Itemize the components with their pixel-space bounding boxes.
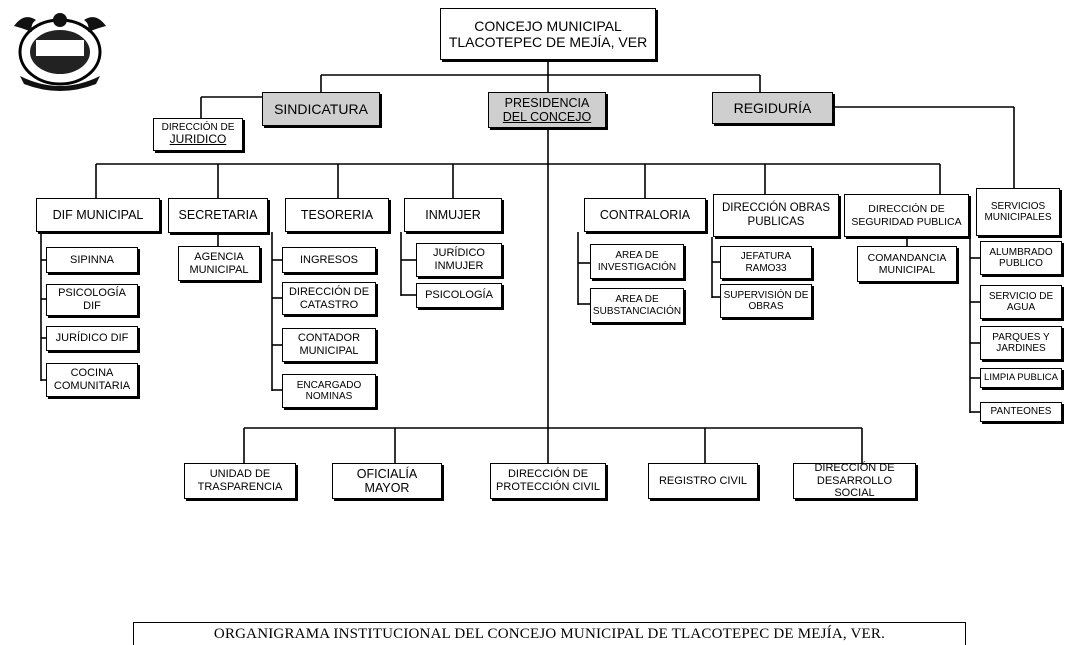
inmujer-child-box: JURÍDICO INMUJER — [416, 243, 502, 277]
dif-child-box: PSICOLOGÍA DIF — [46, 284, 138, 316]
seguridad-child-label: COMANDANCIA MUNICIPAL — [867, 251, 947, 276]
servicios-child-label: SERVICIO DE AGUA — [988, 290, 1054, 314]
servicios-title-2: MUNICIPALES — [984, 212, 1052, 223]
bottom-unit-box: DIRECCIÓN DE DESARROLLO SOCIAL — [793, 462, 916, 500]
contraloria-child-box: AREA DE INVESTIGACIÓN — [590, 244, 684, 279]
servicios-child-box: PANTEONES — [980, 402, 1062, 422]
bottom-unit-label: DIRECCIÓN DE PROTECCIÓN CIVIL — [496, 468, 600, 493]
servicios-child-box: PARQUES Y JARDINES — [980, 326, 1062, 360]
bottom-unit-label: REGISTRO CIVIL — [658, 474, 748, 487]
servicios-child-box: ALUMBRADO PUBLICO — [980, 241, 1062, 275]
presidencia-line1: PRESIDENCIA — [504, 95, 590, 110]
obras-child-box: SUPERVISIÓN DE OBRAS — [720, 284, 812, 318]
juridico-line1: DIRECCIÓN DE — [161, 121, 235, 133]
tesoreria-child-label: ENCARGADO NOMINAS — [296, 379, 362, 403]
dif-child-box: SIPINNA — [46, 247, 138, 273]
tesoreria-title: TESORERIA — [300, 207, 374, 222]
secretaria-title: SECRETARIA — [178, 208, 258, 223]
secretaria-child-label: AGENCIA MUNICIPAL — [189, 250, 249, 276]
obras-child-label: SUPERVISIÓN DE OBRAS — [723, 289, 809, 313]
dif-child-box: COCINA COMUNITARIA — [46, 363, 138, 397]
dif-municipal-box: DIF MUNICIPAL — [36, 198, 160, 232]
juridico-line2: JURIDICO — [169, 132, 227, 147]
contraloria-child-label: AREA DE SUBSTANCIACIÓN — [592, 294, 682, 317]
contraloria-child-label: AREA DE INVESTIGACIÓN — [597, 250, 677, 273]
seguridad-title-1: DIRECCIÓN DE — [868, 203, 945, 216]
tesoreria-child-box: DIRECCIÓN DE CATASTRO — [282, 282, 376, 315]
regiduria-box: REGIDURÍA — [712, 92, 833, 124]
secretaria-box: SECRETARIA — [168, 198, 268, 233]
dif-child-label: JURÍDICO DIF — [55, 332, 129, 345]
obras-child-box: JEFATURA RAMO33 — [720, 246, 812, 279]
secretaria-child-box: AGENCIA MUNICIPAL — [178, 246, 260, 281]
obras-child-label: JEFATURA RAMO33 — [740, 251, 792, 274]
bottom-unit-label: OFICIALÍA MAYOR — [356, 466, 418, 495]
bottom-unit-box: DIRECCIÓN DE PROTECCIÓN CIVIL — [490, 463, 606, 499]
servicios-child-label: PANTEONES — [990, 406, 1052, 418]
header-line2: TLACOTEPEC DE MEJÍA, VER — [448, 34, 648, 50]
regiduria-label: REGIDURÍA — [733, 99, 812, 116]
inmujer-child-label: PSICOLOGÍA — [425, 289, 493, 302]
servicios-child-box: LIMPIA PUBLICA — [980, 368, 1062, 388]
dif-child-label: SIPINNA — [69, 253, 114, 266]
org-chart-caption: ORGANIGRAMA INSTITUCIONAL DEL CONCEJO MU… — [133, 622, 966, 645]
bottom-unit-label: DIRECCIÓN DE DESARROLLO SOCIAL — [814, 462, 895, 500]
contraloria-box: CONTRALORIA — [584, 198, 706, 232]
bottom-unit-box: REGISTRO CIVIL — [648, 463, 758, 499]
seguridad-title-2: SEGURIDAD PUBLICA — [851, 215, 962, 228]
bottom-unit-box: UNIDAD DE TRASPARENCIA — [184, 463, 296, 499]
inmujer-child-label: JURÍDICO INMUJER — [433, 247, 485, 272]
tesoreria-child-label: INGRESOS — [299, 253, 359, 266]
municipal-seal-logo — [6, 6, 114, 94]
tesoreria-child-box: CONTADOR MUNICIPAL — [282, 328, 376, 362]
servicios-child-label: PARQUES Y JARDINES — [992, 331, 1050, 355]
servicios-child-label: ALUMBRADO PUBLICO — [989, 246, 1053, 270]
seguridad-child-box: COMANDANCIA MUNICIPAL — [857, 246, 957, 282]
inmujer-title: INMUJER — [425, 207, 481, 222]
dif-child-label: COCINA COMUNITARIA — [53, 367, 131, 392]
presidencia-line2: DEL CONCEJO — [502, 110, 592, 124]
bottom-unit-box: OFICIALÍA MAYOR — [332, 463, 442, 499]
tesoreria-child-box: INGRESOS — [282, 247, 376, 273]
bottom-unit-label: UNIDAD DE TRASPARENCIA — [197, 468, 283, 493]
sindicatura-box: SINDICATURA — [262, 92, 380, 126]
contraloria-child-box: AREA DE SUBSTANCIACIÓN — [590, 288, 684, 323]
dif-child-label: PSICOLOGÍA DIF — [58, 287, 126, 312]
dif-child-box: JURÍDICO DIF — [46, 326, 138, 351]
obras-title-1: DIRECCIÓN OBRAS — [722, 202, 830, 215]
inmujer-child-box: PSICOLOGÍA — [416, 283, 502, 308]
sindicatura-label: SINDICATURA — [274, 100, 368, 117]
contraloria-title: CONTRALORIA — [599, 207, 691, 222]
tesoreria-child-label: CONTADOR MUNICIPAL — [297, 332, 361, 357]
obras-title-2: PUBLICAS — [747, 215, 805, 228]
servicios-child-label: LIMPIA PUBLICA — [984, 371, 1058, 383]
tesoreria-child-box: ENCARGADO NOMINAS — [282, 374, 376, 408]
tesoreria-child-label: DIRECCIÓN DE CATASTRO — [288, 285, 370, 311]
inmujer-box: INMUJER — [404, 198, 502, 232]
dif-title: DIF MUNICIPAL — [52, 207, 144, 222]
header-line1: CONCEJO MUNICIPAL — [474, 17, 622, 34]
tesoreria-box: TESORERIA — [285, 198, 389, 232]
servicios-title-1: SERVICIOS — [990, 200, 1046, 212]
servicios-child-box: SERVICIO DE AGUA — [980, 285, 1062, 319]
